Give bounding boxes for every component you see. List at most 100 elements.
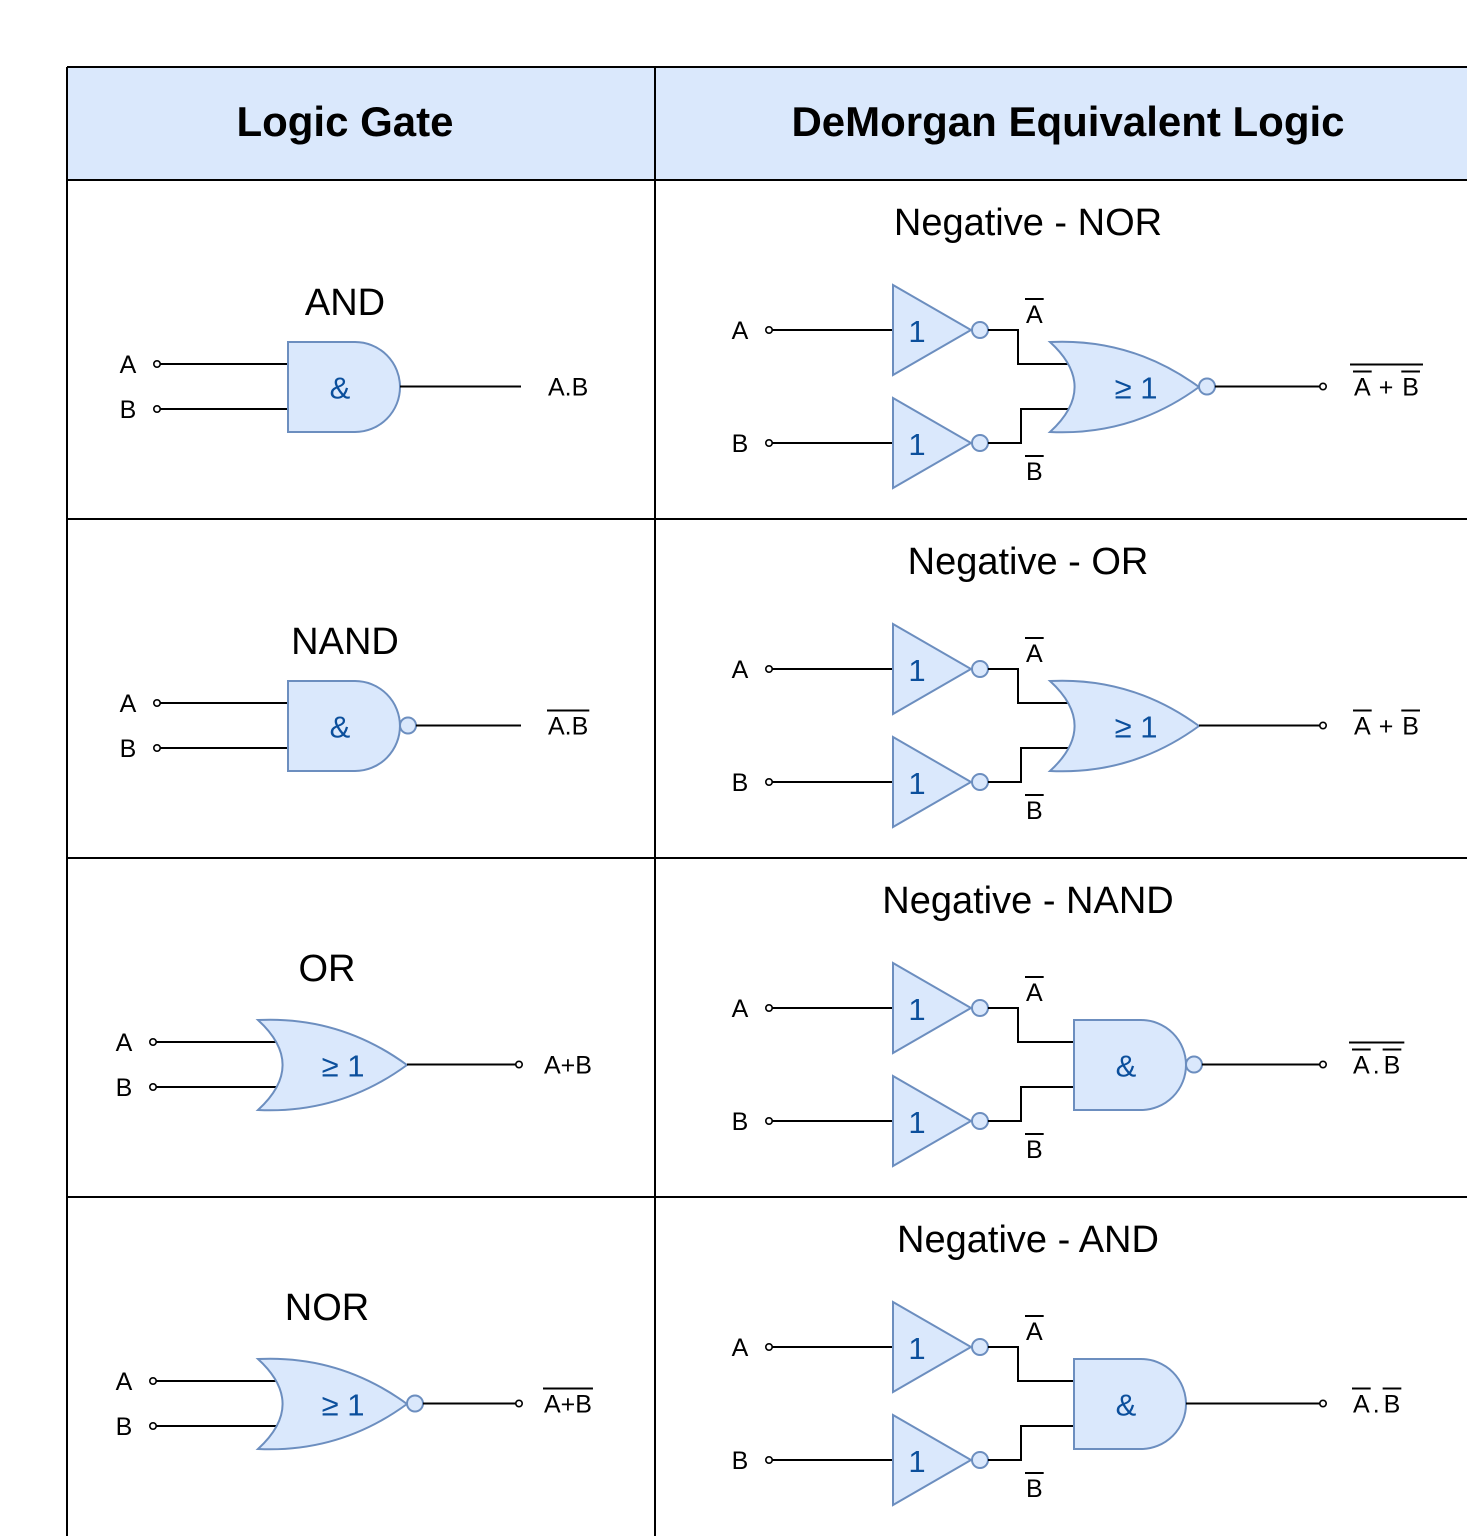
inverter-body bbox=[892, 396, 974, 490]
gate-name: OR bbox=[299, 948, 356, 990]
gate-name: AND bbox=[305, 282, 385, 324]
a-not-label: A bbox=[1026, 1318, 1043, 1346]
inverter-symbol: 1 bbox=[908, 653, 925, 688]
output-operator: . bbox=[1373, 1391, 1380, 1419]
output-bubble bbox=[406, 1394, 424, 1413]
output-bubble bbox=[1198, 377, 1216, 396]
inverter-a: 1 bbox=[892, 961, 989, 1055]
output-label: A.B bbox=[548, 713, 588, 741]
input-b-terminal bbox=[764, 438, 773, 447]
inverter-body bbox=[892, 1300, 974, 1394]
inverter-a: 1 bbox=[892, 622, 989, 716]
input-b-label: B bbox=[116, 1413, 133, 1441]
inverter-bubble bbox=[971, 321, 989, 339]
header-logic-gate: Logic Gate bbox=[236, 98, 453, 145]
output-a-term: A bbox=[1354, 374, 1371, 402]
output-terminal bbox=[1319, 1399, 1328, 1408]
output-b-term: B bbox=[1384, 1052, 1401, 1080]
and-gate-body bbox=[287, 341, 401, 433]
inverter-b: 1 bbox=[892, 735, 989, 829]
input-a-terminal bbox=[764, 664, 773, 673]
output-a-term: A bbox=[1353, 1052, 1370, 1080]
input-b-label: B bbox=[120, 396, 137, 424]
output-bubble bbox=[399, 716, 417, 735]
or-gate-body bbox=[255, 1357, 409, 1451]
b-not-label: B bbox=[1026, 797, 1043, 825]
input-a-label: A bbox=[116, 1029, 133, 1057]
output-bubble bbox=[1185, 1055, 1203, 1074]
b-not-wire bbox=[988, 408, 1077, 444]
input-a-terminal bbox=[149, 1038, 158, 1047]
a-not-wire bbox=[988, 329, 1077, 365]
output-operator: + bbox=[1379, 713, 1394, 741]
input-b-label: B bbox=[120, 735, 137, 763]
input-b-label: B bbox=[732, 1447, 749, 1475]
or-gate-body bbox=[1047, 340, 1201, 434]
output-label: A.B bbox=[548, 374, 588, 402]
input-b-terminal bbox=[764, 777, 773, 786]
and-gate-body bbox=[1073, 1358, 1187, 1450]
inverter-b: 1 bbox=[892, 1074, 989, 1168]
inverter-symbol: 1 bbox=[908, 992, 925, 1027]
gate-symbol: ≥ 1 bbox=[322, 1388, 365, 1423]
input-b-terminal bbox=[149, 1083, 158, 1092]
a-not-wire bbox=[988, 668, 1077, 704]
inverter-bubble bbox=[971, 660, 989, 678]
header-background bbox=[67, 67, 1467, 180]
inverter-bubble bbox=[971, 1451, 989, 1469]
input-b-terminal bbox=[149, 1422, 158, 1431]
gate-name: NAND bbox=[291, 621, 399, 663]
output-operator: . bbox=[1373, 1052, 1380, 1080]
gate-symbol: & bbox=[1116, 1049, 1137, 1084]
equivalent-title: Negative - AND bbox=[897, 1219, 1159, 1261]
gate-nor: NOR AB ≥ 1 A+B bbox=[116, 1287, 593, 1451]
inverter-a: 1 bbox=[892, 283, 989, 377]
input-b-terminal bbox=[153, 404, 162, 413]
a-not-label: A bbox=[1026, 979, 1043, 1007]
or-gate-body bbox=[255, 1018, 409, 1112]
input-a-terminal bbox=[764, 325, 773, 334]
input-a-label: A bbox=[732, 317, 749, 345]
equivalent-title: Negative - OR bbox=[908, 541, 1149, 583]
inverter-bubble bbox=[971, 999, 989, 1017]
inverter-symbol: 1 bbox=[908, 1444, 925, 1479]
inverter-symbol: 1 bbox=[908, 314, 925, 349]
a-not-wire bbox=[988, 1007, 1074, 1043]
input-a-terminal bbox=[153, 698, 162, 707]
inverter-body bbox=[892, 735, 974, 829]
gate-symbol: & bbox=[330, 710, 351, 745]
output-b-term: B bbox=[1384, 1391, 1401, 1419]
output-label: A+B bbox=[544, 1391, 592, 1419]
inverter-b: 1 bbox=[892, 396, 989, 490]
gate-nand: NAND AB & A.B bbox=[120, 621, 590, 772]
output-label: A+B bbox=[544, 1052, 592, 1080]
b-not-label: B bbox=[1026, 1475, 1043, 1503]
or-gate-body bbox=[1047, 679, 1201, 773]
input-b-terminal bbox=[153, 743, 162, 752]
gate-symbol: ≥ 1 bbox=[1115, 710, 1158, 745]
input-b-label: B bbox=[732, 1108, 749, 1136]
inverter-bubble bbox=[971, 773, 989, 791]
inverter-b: 1 bbox=[892, 1413, 989, 1507]
output-b-term: B bbox=[1402, 374, 1419, 402]
gate-name: NOR bbox=[285, 1287, 369, 1329]
gate-symbol: & bbox=[330, 371, 351, 406]
output-b-term: B bbox=[1402, 713, 1419, 741]
input-b-terminal bbox=[764, 1117, 773, 1126]
b-not-label: B bbox=[1026, 1136, 1043, 1164]
table-grid bbox=[66, 66, 1467, 1536]
b-not-label: B bbox=[1026, 458, 1043, 486]
input-a-label: A bbox=[732, 656, 749, 684]
input-a-label: A bbox=[116, 1368, 133, 1396]
equivalent-title: Negative - NAND bbox=[882, 880, 1173, 922]
output-terminal bbox=[514, 1060, 523, 1069]
inverter-body bbox=[892, 1413, 974, 1507]
input-a-terminal bbox=[764, 1003, 773, 1012]
input-a-label: A bbox=[120, 690, 137, 718]
inverter-symbol: 1 bbox=[908, 427, 925, 462]
